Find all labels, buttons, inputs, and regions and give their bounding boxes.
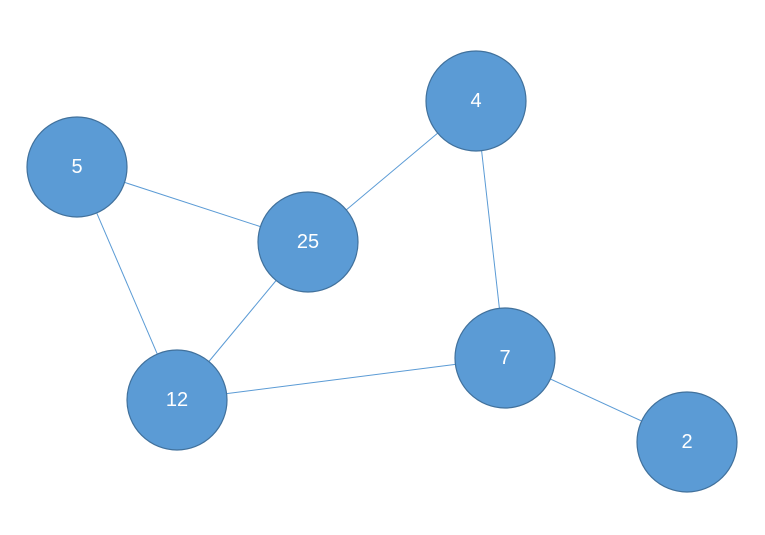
node-circle xyxy=(257,191,359,293)
node-circle xyxy=(425,50,527,152)
node-25: 25 xyxy=(257,191,359,293)
edges-layer xyxy=(96,132,642,422)
node-label: 5 xyxy=(71,156,82,178)
node-7: 7 xyxy=(454,307,556,409)
edge-n5-n12 xyxy=(96,212,158,355)
node-circle xyxy=(126,349,228,451)
node-5: 5 xyxy=(26,116,128,218)
node-label: 7 xyxy=(499,347,510,369)
node-circle xyxy=(454,307,556,409)
node-4: 4 xyxy=(425,50,527,152)
node-circle xyxy=(26,116,128,218)
edge-n4-n7 xyxy=(481,150,500,309)
node-12: 12 xyxy=(126,349,228,451)
edge-n12-n7 xyxy=(226,363,456,395)
node-circle xyxy=(636,391,738,493)
edge-n25-n4 xyxy=(345,132,439,211)
node-label: 4 xyxy=(470,90,481,112)
node-label: 2 xyxy=(681,431,692,453)
edge-n7-n2 xyxy=(550,378,642,422)
node-2: 2 xyxy=(636,391,738,493)
node-label: 12 xyxy=(166,389,188,411)
nodes-layer: 5 25 4 12 7 2 xyxy=(26,50,738,493)
edge-n25-n12 xyxy=(208,280,277,362)
edge-n5-n25 xyxy=(124,181,261,228)
node-label: 25 xyxy=(297,231,319,253)
